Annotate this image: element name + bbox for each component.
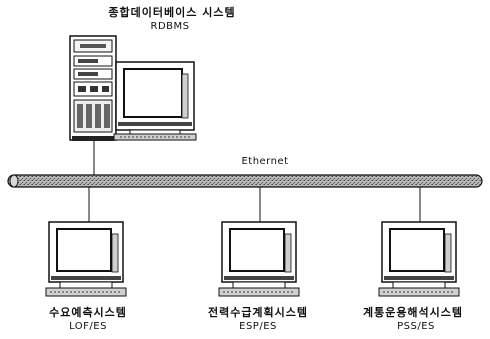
server-subtitle: RDBMS <box>150 21 190 32</box>
client-name-1: 수요예측시스템 <box>49 306 127 319</box>
client-code-3: PSS/ES <box>397 321 435 332</box>
workstation-icon-3 <box>378 221 460 297</box>
server-title: 종합데이터베이스 시스템 <box>108 6 236 19</box>
workstation-icon-1 <box>45 221 127 297</box>
client-code-2: ESP/ES <box>239 321 277 332</box>
server-monitor-icon <box>113 61 197 141</box>
workstation-icon-2 <box>218 221 300 297</box>
client-name-2: 전력수급계획시스템 <box>207 306 309 319</box>
server-tower-icon <box>69 35 117 141</box>
ethernet-cable <box>7 174 483 188</box>
client-code-1: LOF/ES <box>69 321 107 332</box>
ethernet-label: Ethernet <box>241 156 289 167</box>
client-name-3: 계통운용해석시스템 <box>362 306 464 319</box>
